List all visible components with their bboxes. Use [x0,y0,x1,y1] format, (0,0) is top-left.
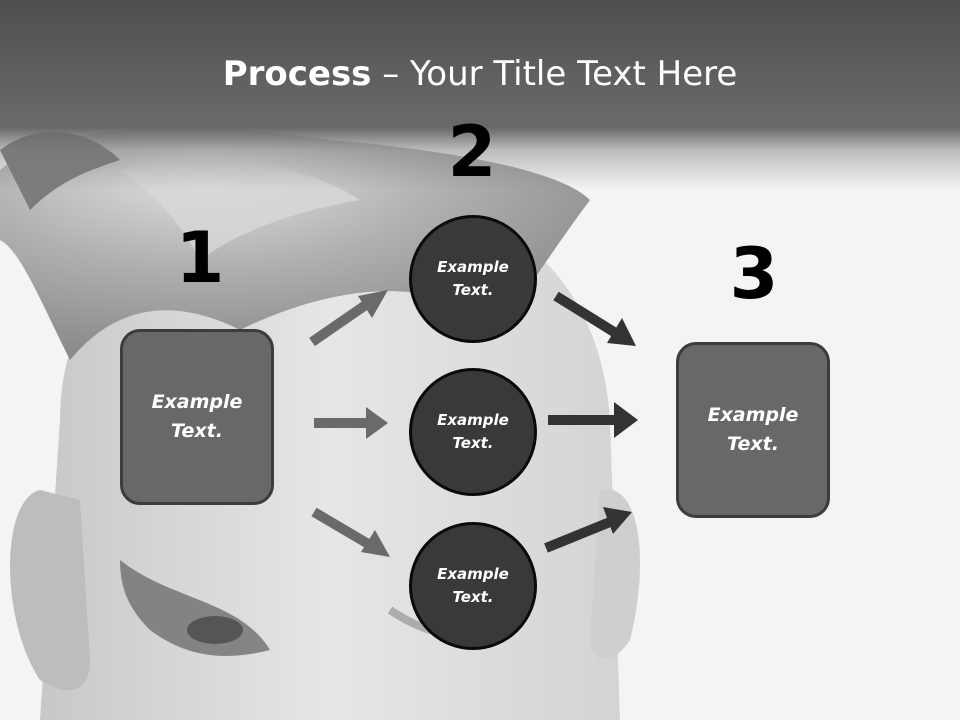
circle-bottom-line-1: Example [437,563,509,586]
circle-middle-line-1: Example [437,409,509,432]
end-box: Example Text. [676,342,830,518]
circle-bottom-line-2: Text. [437,586,509,609]
end-box-line-1: Example [708,401,799,430]
arrow-circle-top-to-box [556,296,636,346]
circle-bottom: Example Text. [409,522,537,650]
start-box: Example Text. [120,329,274,505]
arrow-box-to-circle-top [312,290,388,342]
start-box-line-1: Example [152,388,243,417]
circle-top-line-2: Text. [437,279,509,302]
circle-middle-line-2: Text. [437,432,509,455]
circle-middle: Example Text. [409,368,537,496]
arrow-circle-middle-to-box [548,402,638,438]
arrow-box-to-circle-bottom [314,512,390,557]
circle-top-line-1: Example [437,256,509,279]
arrow-box-to-circle-middle [314,407,388,439]
start-box-line-2: Text. [152,417,243,446]
arrow-circle-bottom-to-box [546,507,632,548]
end-box-line-2: Text. [708,430,799,459]
circle-top: Example Text. [409,215,537,343]
